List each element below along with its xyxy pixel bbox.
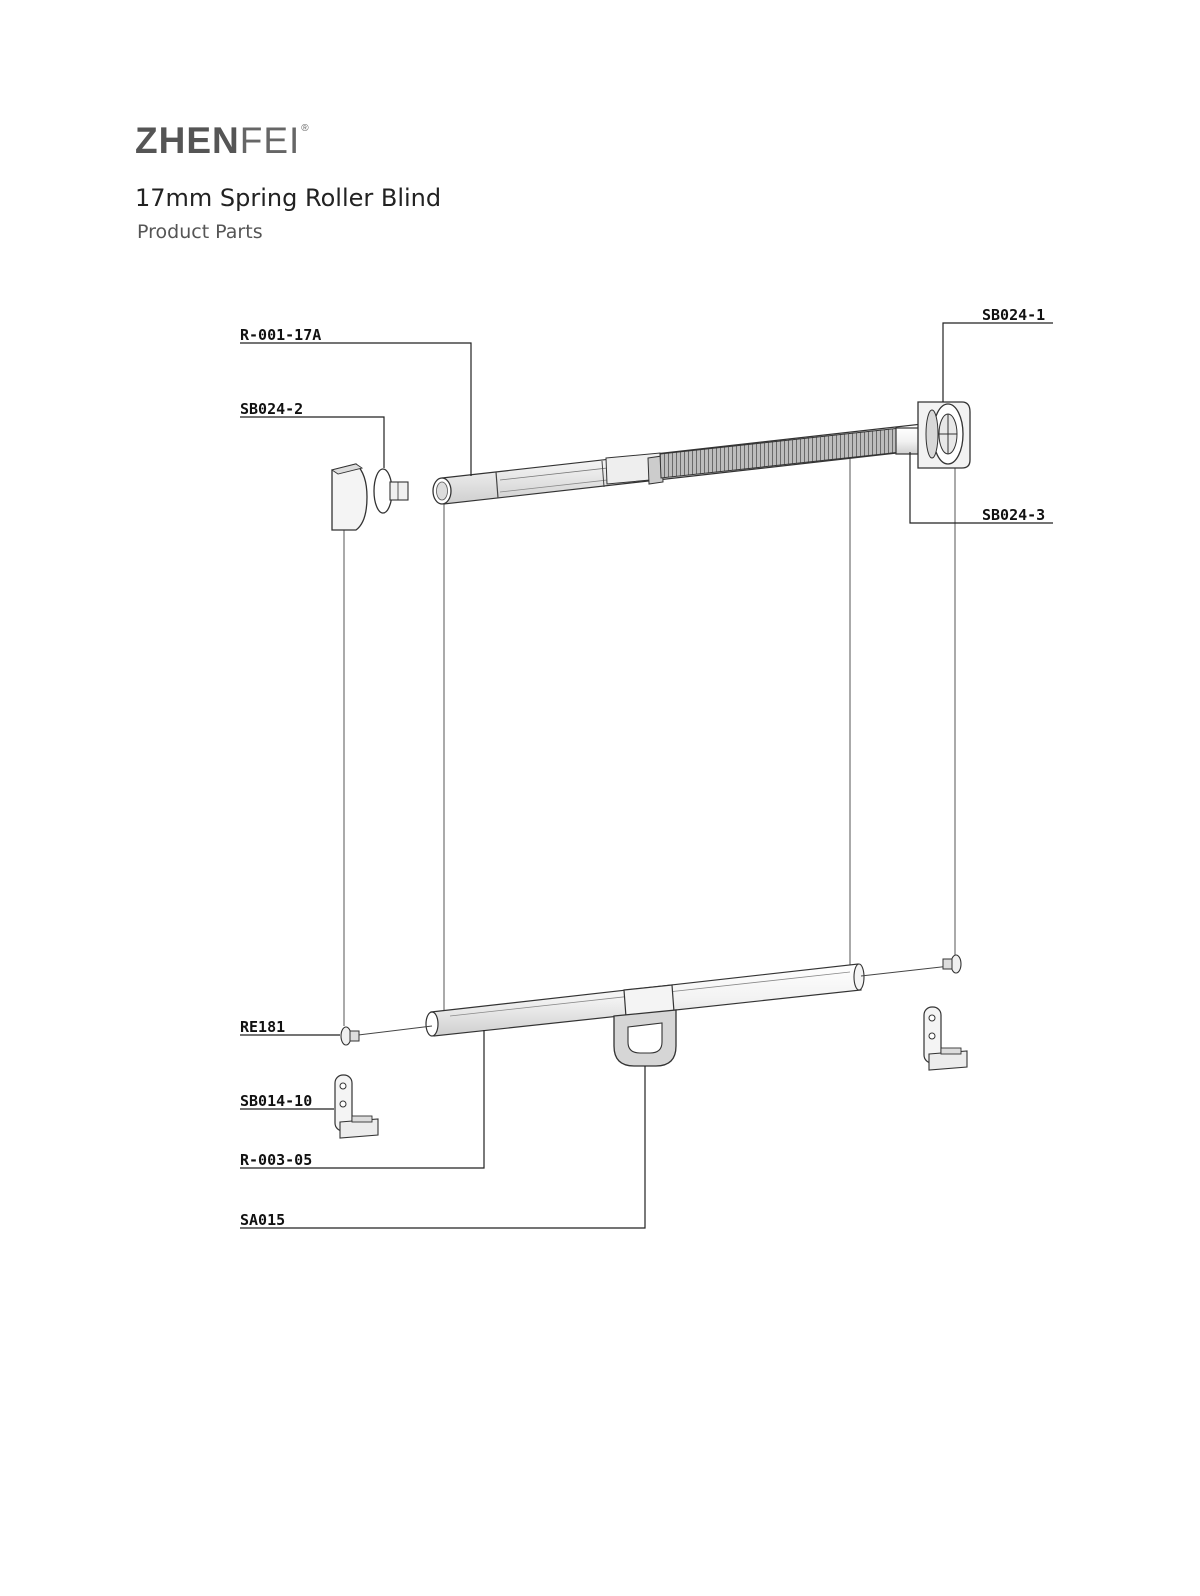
label-r-001-17a: R-001-17A [240, 326, 321, 344]
label-sa015: SA015 [240, 1211, 285, 1229]
bottom-bracket-left [334, 1074, 379, 1139]
brand-name-bold: ZHEN [135, 120, 240, 161]
label-sb014-10: SB014-10 [240, 1092, 312, 1110]
fabric-outline [443, 458, 851, 1013]
cord-end-left [340, 1026, 360, 1046]
brand-logo: ZHENFEI® [135, 122, 309, 159]
registered-mark: ® [301, 123, 310, 134]
brand-name-light: FEI [239, 120, 301, 161]
tension-wire [349, 965, 951, 1037]
page-subtitle: Product Parts [137, 221, 263, 243]
label-r-003-05: R-003-05 [240, 1151, 312, 1169]
cord-end-right [942, 954, 962, 974]
label-sb024-3: SB024-3 [982, 506, 1045, 524]
leader-lines [240, 322, 1053, 1229]
bottom-bracket-right [923, 1006, 968, 1071]
spring-mechanism [605, 427, 902, 485]
page-title: 17mm Spring Roller Blind [135, 184, 442, 212]
label-sb024-2: SB024-2 [240, 400, 303, 418]
end-plug [373, 468, 409, 514]
top-bracket-right [917, 401, 971, 469]
pull-handle [613, 984, 677, 1067]
side-guide-cords [343, 458, 956, 1026]
label-re181: RE181 [240, 1018, 285, 1036]
top-bracket-left [330, 463, 368, 531]
label-sb024-1: SB024-1 [982, 306, 1045, 324]
